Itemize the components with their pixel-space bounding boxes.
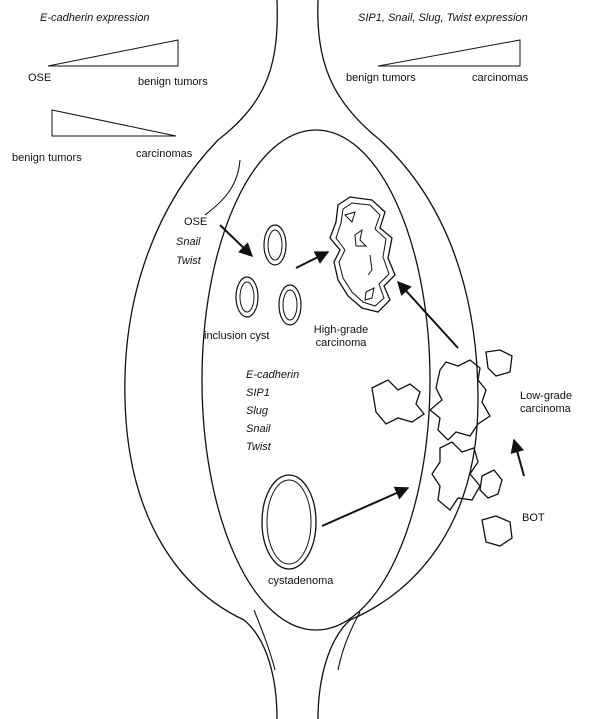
label-high-grade-line2: carcinoma — [308, 337, 374, 350]
arrow-bot-to-low-grade — [514, 440, 524, 476]
ovary-outer-outline-right — [318, 0, 478, 719]
ovary-inner-curve-bottom — [254, 610, 275, 670]
molecule-list: E-cadherin SIP1 Slug Snail Twist — [246, 366, 299, 456]
low-grade-carcinoma-shape — [372, 350, 512, 440]
label-low-grade-line1: Low-grade — [520, 390, 572, 403]
emt-legend-title: SIP1, Snail, Slug, Twist expression — [358, 12, 528, 25]
label-cystadenoma: cystadenoma — [268, 575, 333, 588]
ecadherin-legend-benign-2: benign tumors — [12, 152, 82, 165]
ovary-inner-curve-top-left — [205, 160, 240, 215]
arrow-cyst-to-high-grade — [296, 252, 328, 268]
molecule-ecadherin: E-cadherin — [246, 366, 299, 384]
label-low-grade-line2: carcinoma — [520, 403, 572, 416]
cystadenoma-shape — [262, 475, 316, 569]
ovary-inner-ellipse — [202, 130, 430, 630]
high-grade-carcinoma-shape — [330, 197, 395, 312]
ecadherin-increase-wedge — [48, 40, 178, 66]
inclusion-cyst-right — [279, 285, 301, 325]
emt-legend-carcinomas: carcinomas — [472, 72, 528, 85]
ecadherin-legend-ose: OSE — [28, 72, 51, 85]
label-twist: Twist — [176, 255, 201, 268]
ecadherin-legend-carcinomas: carcinomas — [136, 148, 192, 161]
arrow-cystadenoma-to-bot — [322, 488, 408, 526]
molecule-snail: Snail — [246, 420, 299, 438]
molecule-sip1: SIP1 — [246, 384, 299, 402]
molecule-twist: Twist — [246, 438, 299, 456]
inclusion-cyst-top — [264, 225, 286, 265]
arrow-ose-to-cyst — [220, 225, 252, 256]
label-high-grade-line1: High-grade — [308, 324, 374, 337]
ecadherin-legend-title: E-cadherin expression — [40, 12, 149, 25]
label-low-grade-carcinoma: Low-grade carcinoma — [520, 390, 572, 416]
label-high-grade-carcinoma: High-grade carcinoma — [308, 324, 374, 350]
label-inclusion-cyst: inclusion cyst — [204, 330, 269, 343]
label-ose: OSE — [184, 216, 207, 229]
inclusion-cyst-left — [236, 277, 258, 317]
molecule-slug: Slug — [246, 402, 299, 420]
emt-legend-benign: benign tumors — [346, 72, 416, 85]
bot-shape — [432, 442, 512, 546]
emt-factors-increase-wedge — [378, 40, 520, 66]
label-bot: BOT — [522, 512, 545, 525]
label-snail: Snail — [176, 236, 200, 249]
ecadherin-decrease-wedge — [52, 110, 176, 136]
ecadherin-legend-benign: benign tumors — [138, 76, 208, 89]
